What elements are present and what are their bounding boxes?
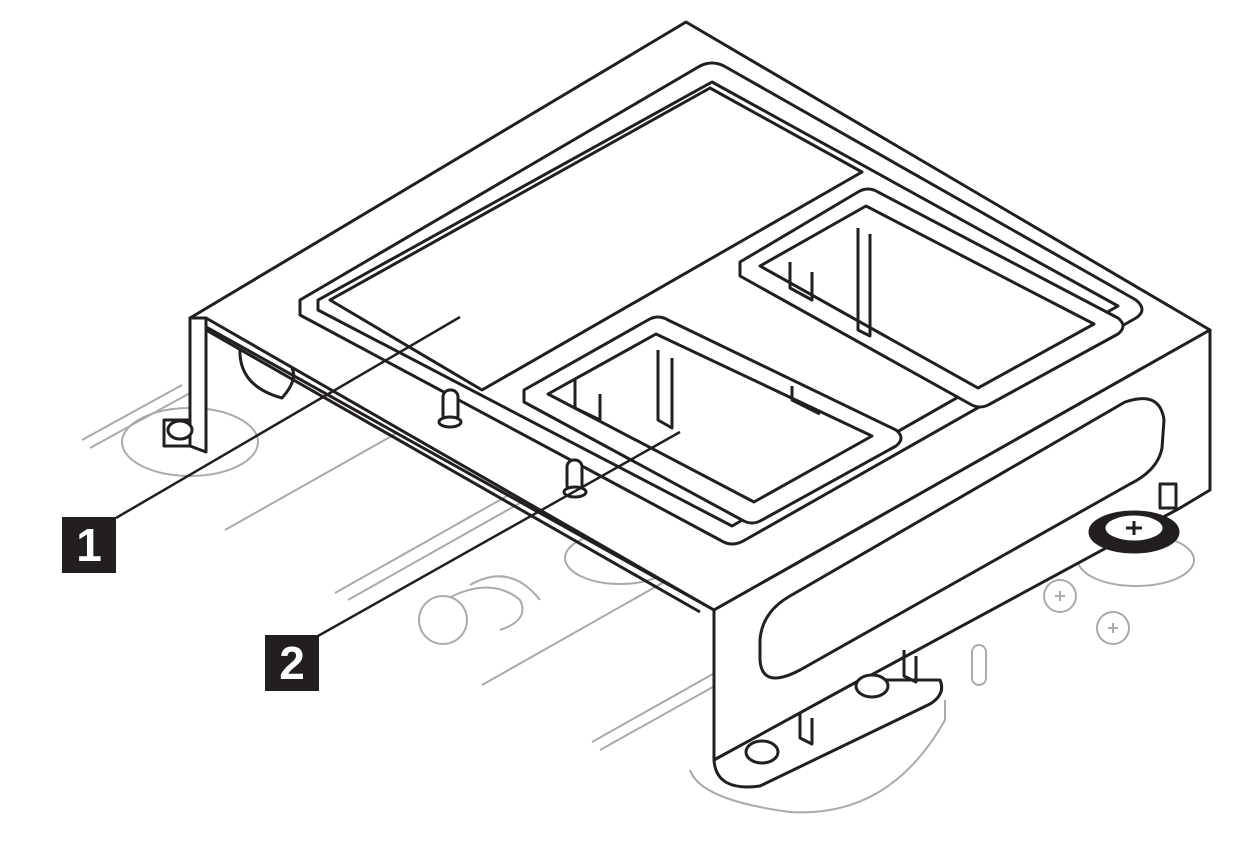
callout-2: 2 — [265, 635, 319, 691]
leader-lines — [115, 315, 681, 638]
chassis-ghost — [81, 384, 1195, 814]
bracket-side-details — [162, 347, 1180, 789]
leader-line-1 — [115, 315, 461, 520]
callout-1: 1 — [62, 517, 116, 573]
drive-slot-openings — [522, 187, 1125, 525]
leader-line-2 — [317, 430, 681, 638]
top-plate-recess — [298, 61, 1144, 546]
label-area — [328, 86, 864, 392]
